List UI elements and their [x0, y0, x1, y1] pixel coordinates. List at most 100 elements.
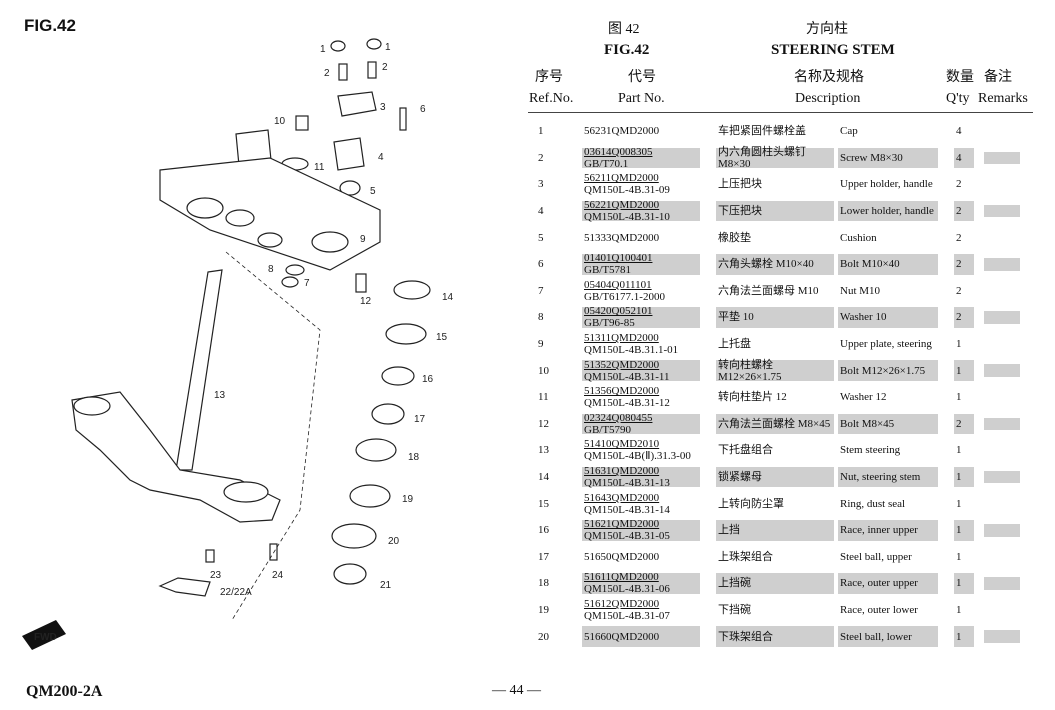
desc-cn: 内六角圆柱头螺钉 M8×30 — [716, 146, 834, 170]
desc-cn: 下托盘组合 — [718, 444, 773, 457]
desc-cn: 平垫 10 — [716, 307, 834, 328]
desc-en: Lower holder, handle — [838, 200, 938, 222]
part-code: 51660QMD2000 — [584, 630, 660, 643]
callout: 8 — [268, 264, 274, 275]
part-code: 51356QMD2000 — [584, 385, 660, 398]
part-standard: GB/T6177.1-2000 — [584, 290, 665, 303]
remarks — [984, 125, 1020, 138]
part-standard: GB/T5781 — [584, 264, 632, 277]
fig-en: FIG.42 — [604, 42, 650, 58]
part-code: 05404Q011101 — [584, 278, 652, 291]
col-desc-en: Description — [795, 91, 861, 106]
col-part-cn: 代号 — [628, 70, 656, 85]
remarks — [984, 285, 1020, 298]
desc-cn: 上挡 — [716, 520, 834, 541]
qty: 1 — [954, 360, 974, 381]
desc-cn: 橡胶垫 — [718, 231, 751, 244]
part-standard: GB/T96-85 — [584, 317, 635, 330]
col-part-en: Part No. — [618, 91, 665, 106]
desc-cn: 下压把块 — [716, 200, 834, 222]
qty: 1 — [956, 338, 962, 351]
title-cn: 方向柱 — [806, 22, 848, 37]
callout: 15 — [436, 332, 448, 343]
desc-cn: 转向柱螺栓 M12×26×1.75 — [716, 359, 834, 383]
qty: 2 — [956, 178, 962, 191]
part-code: 51410QMD2010 — [584, 438, 660, 451]
desc-en: Cushion — [840, 231, 877, 244]
col-rem-en: Remarks — [978, 91, 1028, 106]
callout: 17 — [414, 414, 426, 425]
desc-en: Upper plate, steering — [840, 338, 932, 351]
ref-no: 15 — [538, 497, 549, 510]
callout: 24 — [272, 570, 284, 581]
part-code: 51631QMD2000 — [584, 465, 660, 478]
remarks — [984, 151, 1020, 165]
part-standard: QM150L-4B.31-07 — [584, 610, 670, 623]
callout: 18 — [408, 452, 420, 463]
desc-en: Race, outer upper — [838, 573, 938, 594]
desc-en: Steel ball, lower — [838, 626, 938, 647]
desc-en: Nut M10 — [840, 284, 881, 297]
desc-cn: 上压把块 — [718, 178, 762, 191]
desc-cn: 转向柱垫片 12 — [718, 391, 787, 404]
part-code: 51333QMD2000 — [584, 231, 660, 244]
remarks — [984, 630, 1020, 643]
part-code: 51621QMD2000 — [584, 518, 660, 531]
desc-en: Screw M8×30 — [838, 147, 938, 169]
ref-no: 19 — [538, 604, 549, 617]
part-code: 51311QMD2000 — [584, 332, 659, 345]
qty: 2 — [956, 231, 962, 244]
part-code: 01401Q100401 — [584, 252, 653, 265]
callout: 14 — [442, 292, 454, 303]
desc-en: Bolt M10×40 — [838, 254, 938, 275]
desc-cn: 六角头螺栓 M10×40 — [716, 254, 834, 275]
desc-en: Washer 12 — [840, 391, 887, 404]
desc-en: Race, outer lower — [840, 604, 918, 617]
part-code: 51612QMD2000 — [584, 598, 660, 611]
qty: 2 — [954, 200, 974, 222]
qty: 2 — [954, 413, 974, 435]
part-no: 51333QMD2000 — [582, 227, 700, 248]
part-code: 05420Q052101 — [584, 305, 653, 318]
callout: 11 — [314, 162, 325, 173]
part-code: 51611QMD2000 — [584, 571, 659, 584]
desc-en: Upper holder, handle — [840, 178, 933, 191]
fwd-arrow-icon: FWD — [22, 620, 66, 650]
qty: 1 — [954, 520, 974, 541]
callout: 16 — [422, 374, 434, 385]
desc-en: Stem steering — [840, 444, 901, 457]
desc-cn: 六角法兰面螺栓 M8×45 — [716, 413, 834, 435]
qty: 2 — [954, 254, 974, 275]
col-qty-en: Q'ty — [946, 91, 970, 106]
ref-no: 5 — [538, 231, 544, 244]
remarks — [984, 577, 1020, 590]
ref-no: 2 — [538, 151, 544, 164]
ref-no: 12 — [538, 417, 549, 430]
ref-no: 4 — [538, 205, 544, 218]
callout: 4 — [378, 152, 384, 163]
desc-en: Cap — [840, 125, 858, 138]
col-ref-en: Ref.No. — [529, 91, 574, 106]
remarks — [984, 524, 1020, 537]
qty: 4 — [956, 125, 962, 138]
ref-no: 3 — [538, 178, 544, 191]
